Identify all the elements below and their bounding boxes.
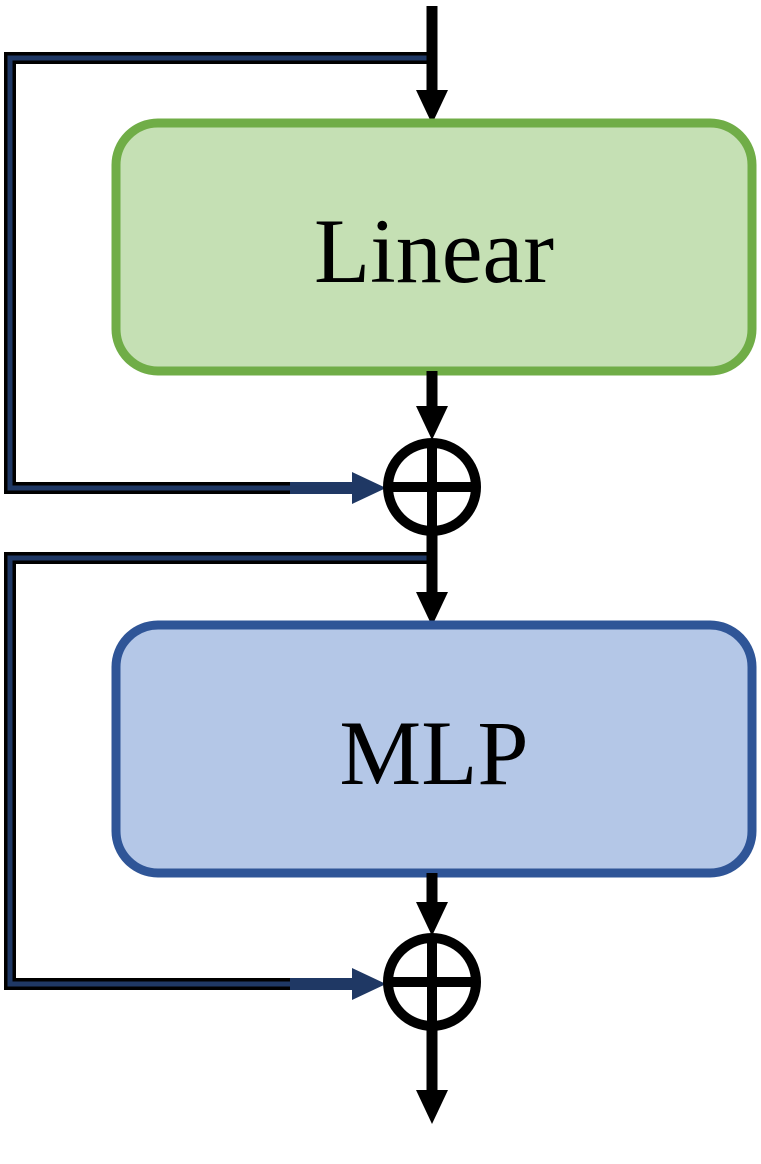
add-node-1-icon [383,438,481,536]
skip-connection-1 [4,52,432,504]
mlp-block: MLP [111,620,757,878]
linear-block: Linear [111,118,757,376]
output-arrow [416,1026,448,1124]
add-to-mlp-arrow [416,531,448,626]
skip-connection-2 [4,552,432,1000]
input-arrow [416,6,448,124]
linear-block-label: Linear [314,200,554,302]
add-node-2-icon [383,933,481,1031]
linear-to-add-arrow [416,371,448,440]
mlp-to-add-arrow [416,873,448,936]
mlp-block-label: MLP [339,702,528,804]
